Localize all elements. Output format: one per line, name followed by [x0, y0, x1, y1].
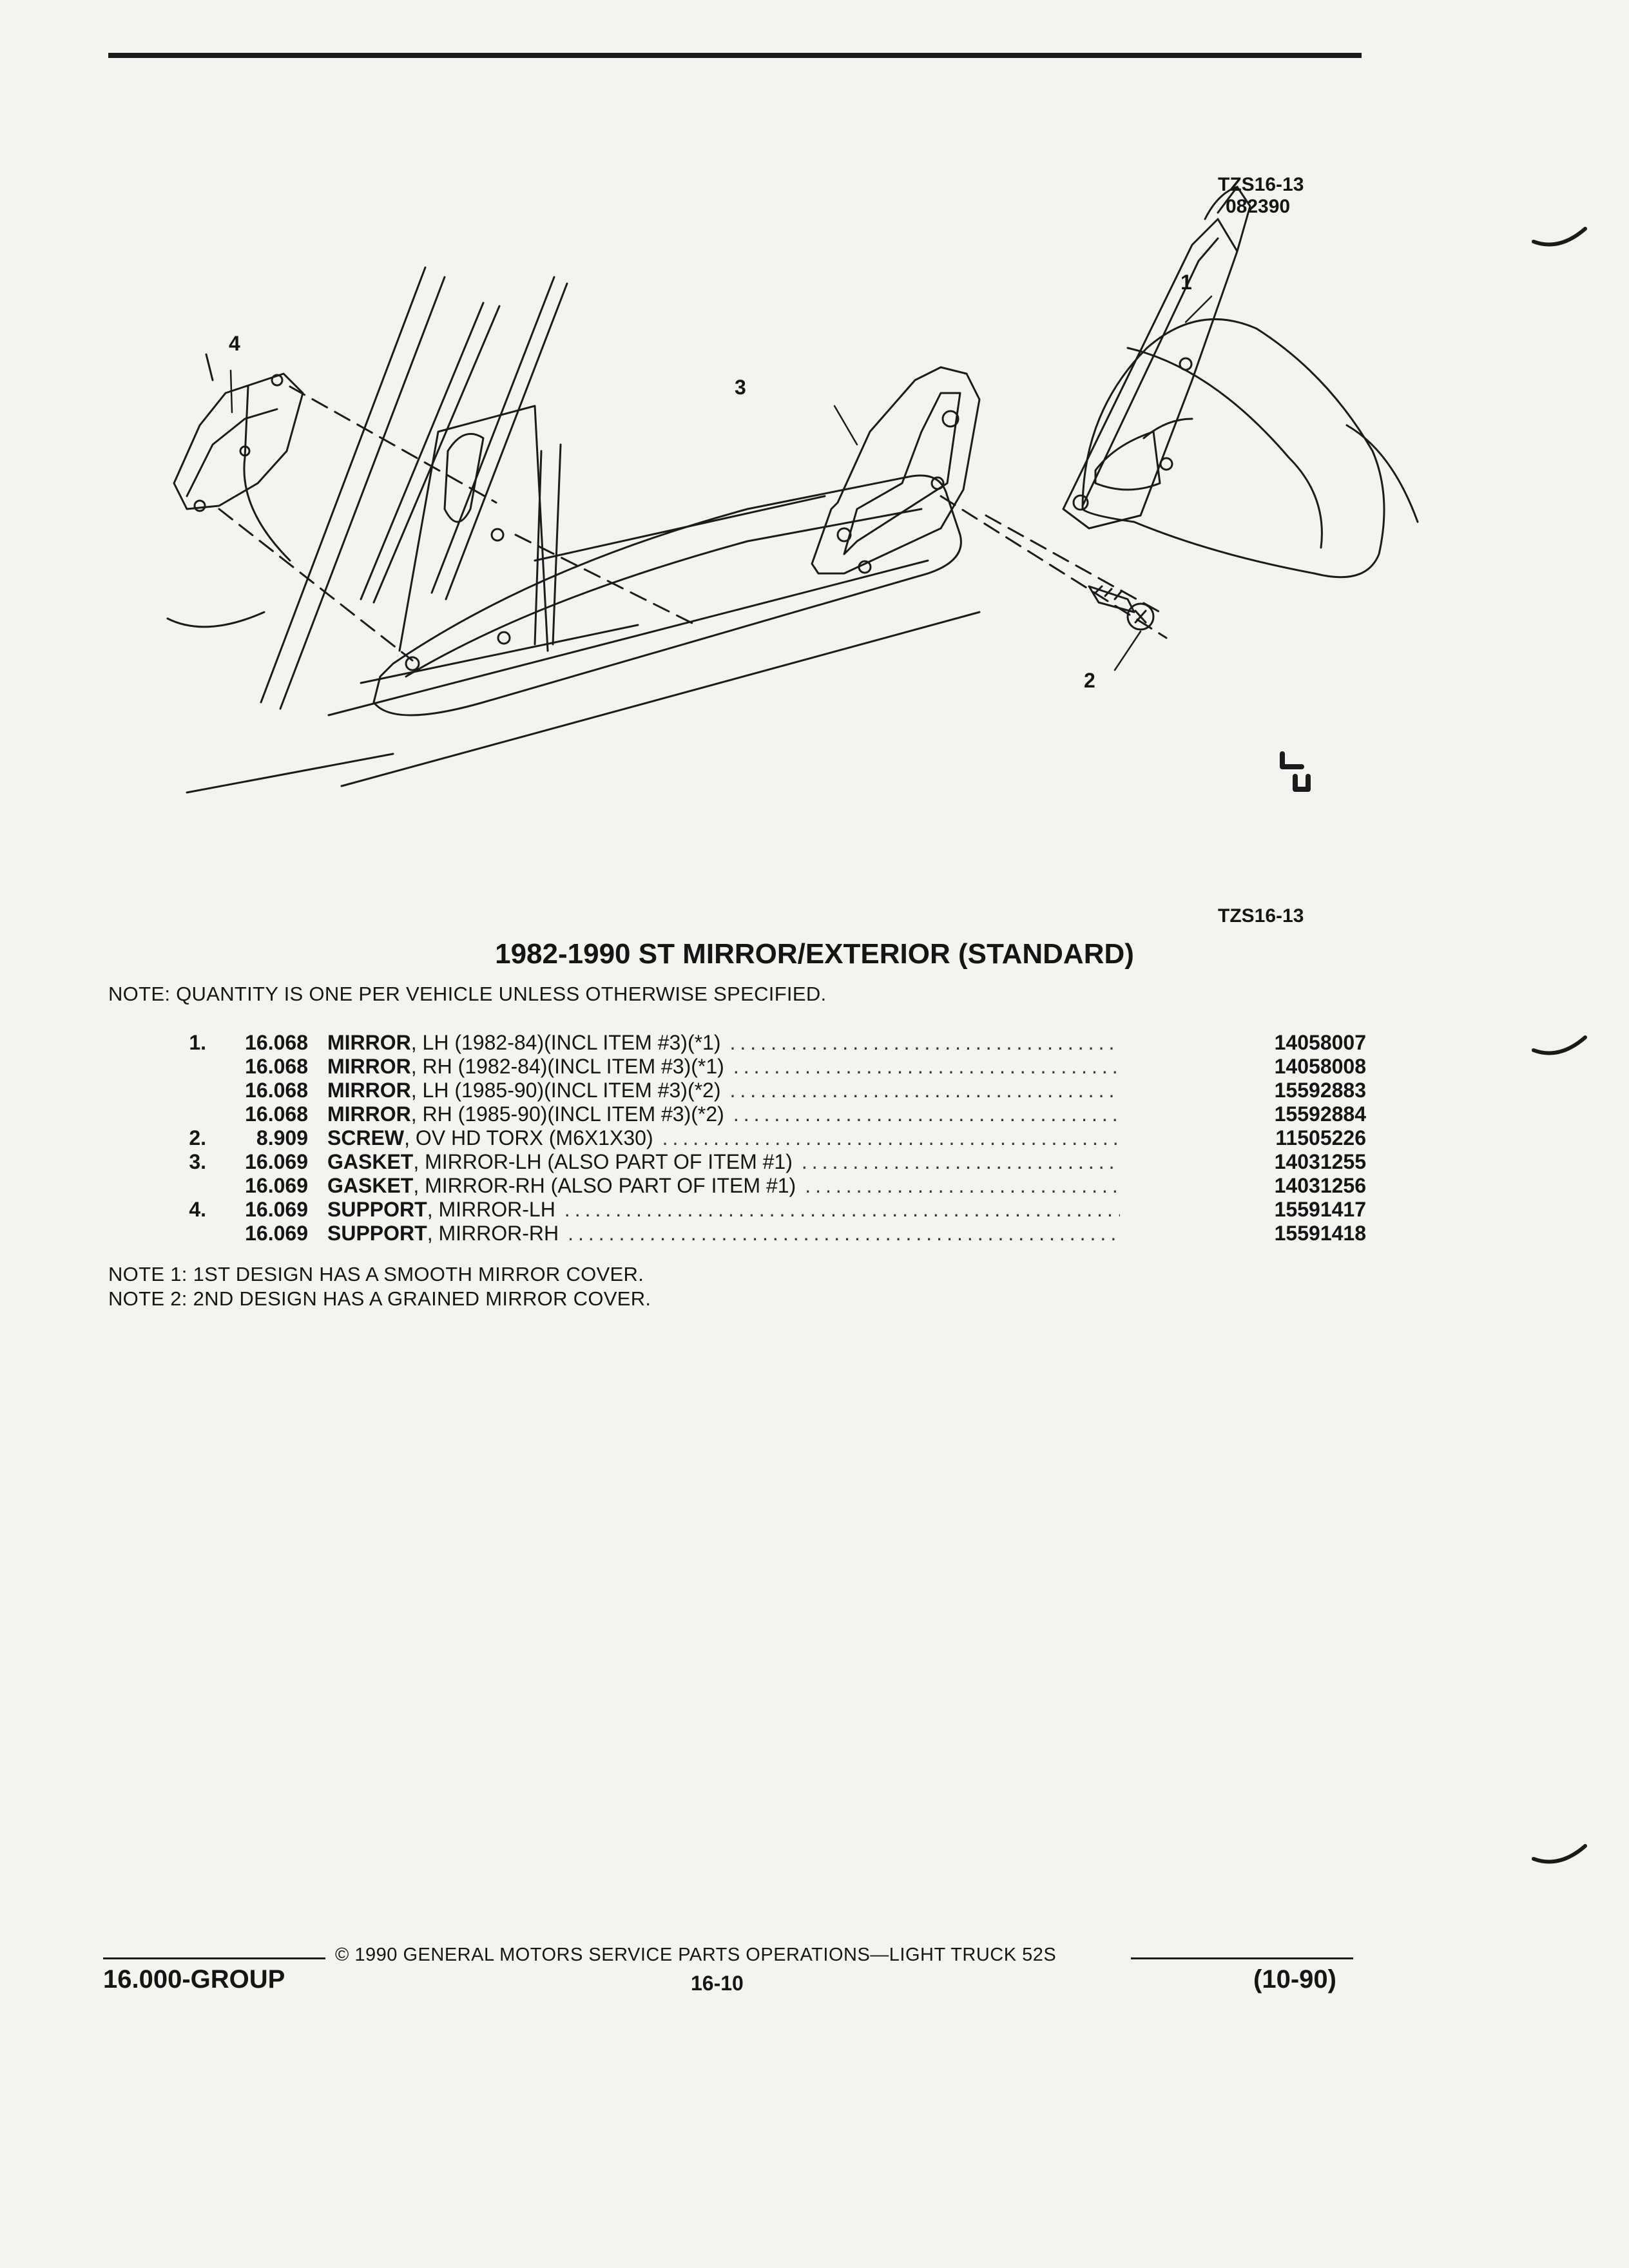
part-number: 14058007	[1274, 1031, 1366, 1054]
part-name: GASKET	[327, 1150, 414, 1173]
footer-date: (10-90)	[1253, 1965, 1336, 1994]
parts-list: 1. 16.068 MIRROR, LH (1982-84)(INCL ITEM…	[155, 1031, 1366, 1245]
support-bracket-part	[173, 353, 304, 512]
group-code: 16.069	[245, 1222, 308, 1245]
parts-row: 3. 16.069 GASKET, MIRROR-LH (ALSO PART O…	[155, 1150, 1366, 1174]
part-description: MIRROR, RH (1985-90)(INCL ITEM #3)(*2)..…	[327, 1102, 1120, 1126]
parts-row: 16.068 MIRROR, RH (1982-84)(INCL ITEM #3…	[155, 1055, 1366, 1079]
part-number: 14031256	[1274, 1174, 1366, 1197]
part-name: MIRROR	[327, 1079, 411, 1102]
gasket-part	[811, 366, 981, 575]
item-number: 1.	[189, 1031, 206, 1054]
figure-id-bottom: TZS16-13	[1218, 905, 1304, 927]
exploded-view-diagram	[166, 186, 1419, 794]
callout-3: 3	[735, 376, 746, 399]
gm-service-logo-icon	[1280, 751, 1311, 792]
footer-rule-right	[1131, 1957, 1353, 1959]
screw-part	[1088, 585, 1155, 631]
assembly-lines	[218, 385, 1168, 662]
part-number: 15592883	[1274, 1079, 1366, 1102]
mirror-mount-frame	[1062, 186, 1251, 530]
quantity-note: NOTE: QUANTITY IS ONE PER VEHICLE UNLESS…	[108, 983, 827, 1005]
footer-group: 16.000-GROUP	[103, 1965, 285, 1994]
group-code: 16.068	[245, 1102, 308, 1126]
part-name: MIRROR	[327, 1102, 411, 1126]
parts-row: 4. 16.069 SUPPORT, MIRROR-LH............…	[155, 1198, 1366, 1222]
group-code: 16.069	[245, 1198, 308, 1221]
page-number: 16-10	[691, 1972, 744, 1995]
part-detail: , MIRROR-LH	[427, 1198, 555, 1221]
part-detail: , MIRROR-LH (ALSO PART OF ITEM #1)	[413, 1150, 793, 1173]
part-detail: , RH (1982-84)(INCL ITEM #3)(*1)	[410, 1055, 724, 1078]
part-name: GASKET	[327, 1174, 414, 1197]
part-description: MIRROR, LH (1985-90)(INCL ITEM #3)(*2)..…	[327, 1079, 1120, 1102]
part-name: SUPPORT	[327, 1222, 427, 1245]
door-panel	[372, 405, 962, 716]
parts-row: 16.069 SUPPORT, MIRROR-RH...............…	[155, 1222, 1366, 1245]
item-number: 3.	[189, 1150, 206, 1173]
part-description: MIRROR, LH (1982-84)(INCL ITEM #3)(*1)..…	[327, 1031, 1120, 1054]
parts-row: 2. 8.909 SCREW, OV HD TORX (M6X1X30)....…	[155, 1126, 1366, 1150]
page-title: 1982-1990 ST MIRROR/EXTERIOR (STANDARD)	[495, 938, 1134, 970]
part-description: SUPPORT, MIRROR-RH......................…	[327, 1222, 1120, 1245]
part-detail: , LH (1982-84)(INCL ITEM #3)(*1)	[410, 1031, 721, 1054]
group-code: 16.069	[245, 1150, 308, 1173]
part-number: 14031255	[1274, 1150, 1366, 1173]
part-name: SUPPORT	[327, 1198, 427, 1221]
part-number: 15591418	[1274, 1222, 1366, 1245]
callout-1: 1	[1181, 271, 1192, 294]
group-code: 8.909	[256, 1126, 308, 1149]
group-code: 16.069	[245, 1174, 308, 1197]
part-description: GASKET, MIRROR-RH (ALSO PART OF ITEM #1)…	[327, 1174, 1120, 1197]
part-description: GASKET, MIRROR-LH (ALSO PART OF ITEM #1)…	[327, 1150, 1120, 1173]
group-code: 16.068	[245, 1055, 308, 1078]
callout-4: 4	[229, 332, 240, 355]
part-description: MIRROR, RH (1982-84)(INCL ITEM #3)(*1)..…	[327, 1055, 1120, 1078]
footnote-1: NOTE 1: 1ST DESIGN HAS A SMOOTH MIRROR C…	[108, 1263, 644, 1285]
item-number: 4.	[189, 1198, 206, 1221]
parts-row: 1. 16.068 MIRROR, LH (1982-84)(INCL ITEM…	[155, 1031, 1366, 1055]
part-number: 11505226	[1275, 1126, 1366, 1149]
figure-id-top: TZS16-13	[1218, 174, 1304, 195]
part-number: 15591417	[1274, 1198, 1366, 1221]
part-number: 14058008	[1274, 1055, 1366, 1078]
binder-mark-icon	[1532, 1844, 1587, 1864]
part-name: MIRROR	[327, 1055, 411, 1078]
binder-mark-icon	[1532, 227, 1587, 247]
part-number: 15592884	[1274, 1102, 1366, 1126]
part-name: MIRROR	[327, 1031, 411, 1054]
footer-rule-left	[103, 1957, 325, 1959]
part-detail: , OV HD TORX (M6X1X30)	[404, 1126, 653, 1149]
part-description: SUPPORT, MIRROR-LH......................…	[327, 1198, 1120, 1221]
part-detail: , MIRROR-RH (ALSO PART OF ITEM #1)	[413, 1174, 796, 1197]
footnote-2: NOTE 2: 2ND DESIGN HAS A GRAINED MIRROR …	[108, 1287, 651, 1310]
group-code: 16.068	[245, 1079, 308, 1102]
part-name: SCREW	[327, 1126, 405, 1149]
parts-row: 16.069 GASKET, MIRROR-RH (ALSO PART OF I…	[155, 1174, 1366, 1198]
parts-row: 16.068 MIRROR, RH (1985-90)(INCL ITEM #3…	[155, 1102, 1366, 1126]
footer-copyright: © 1990 GENERAL MOTORS SERVICE PARTS OPER…	[335, 1945, 1057, 1965]
part-detail: , LH (1985-90)(INCL ITEM #3)(*2)	[410, 1079, 721, 1102]
part-description: SCREW, OV HD TORX (M6X1X30).............…	[327, 1126, 1120, 1149]
leader-lines	[229, 295, 1213, 671]
part-detail: , MIRROR-RH	[427, 1222, 559, 1245]
mirror-head-part	[1081, 318, 1419, 579]
group-code: 16.068	[245, 1031, 308, 1054]
top-rule	[108, 53, 1362, 58]
figure-id-date: 082390	[1226, 196, 1291, 217]
door-frame-lines	[166, 266, 981, 794]
callout-2: 2	[1084, 669, 1095, 692]
part-detail: , RH (1985-90)(INCL ITEM #3)(*2)	[410, 1102, 724, 1126]
parts-row: 16.068 MIRROR, LH (1985-90)(INCL ITEM #3…	[155, 1079, 1366, 1102]
binder-mark-icon	[1532, 1035, 1587, 1055]
item-number: 2.	[189, 1126, 206, 1149]
